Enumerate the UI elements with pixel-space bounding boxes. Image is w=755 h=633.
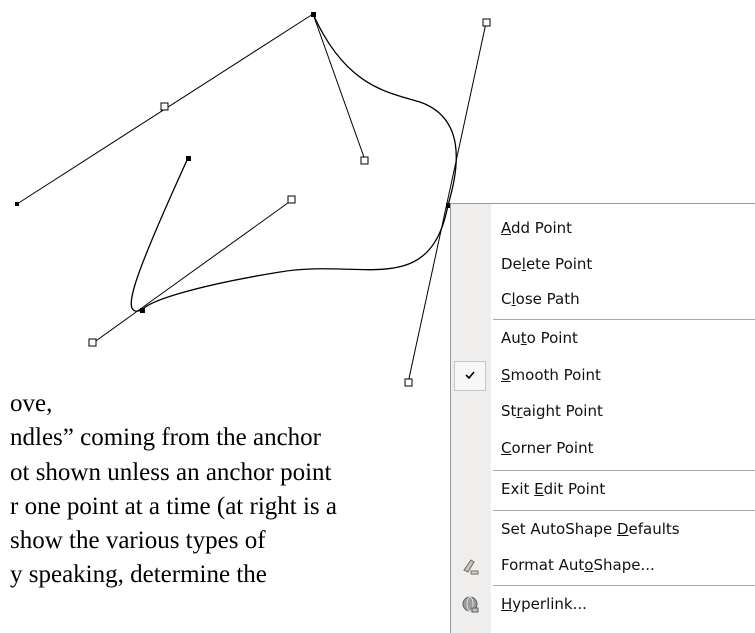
menu-item-exit-edit-point[interactable]: Exit Edit Point xyxy=(501,480,606,498)
format-autoshape-icon xyxy=(461,556,481,576)
control-handle[interactable] xyxy=(482,18,491,27)
checkmark-icon xyxy=(454,361,486,391)
menu-separator xyxy=(493,510,755,511)
menu-item-delete-point[interactable]: Delete Point xyxy=(501,255,593,273)
menu-item-corner-point[interactable]: Corner Point xyxy=(501,439,594,457)
doc-text-line: ndles” coming from the anchor xyxy=(10,424,322,451)
control-handle[interactable] xyxy=(404,378,413,387)
doc-text-line: y speaking, determine the xyxy=(10,561,267,588)
menu-item-smooth-point[interactable]: Smooth Point xyxy=(451,358,755,394)
doc-text-line: show the various types of xyxy=(10,527,266,554)
menu-item-add-point[interactable]: Add Point xyxy=(501,219,573,237)
anchor-point[interactable] xyxy=(140,308,145,313)
handle-line xyxy=(312,13,366,161)
context-menu: Add Point Delete Point Close Path Auto P… xyxy=(450,203,755,633)
control-handle[interactable] xyxy=(160,102,169,111)
menu-item-close-path[interactable]: Close Path xyxy=(501,290,580,308)
control-handle[interactable] xyxy=(360,156,369,165)
menu-separator xyxy=(493,470,755,471)
anchor-point[interactable] xyxy=(311,12,316,17)
menu-separator xyxy=(493,319,755,320)
doc-text-line: r one point at a time (at right is a xyxy=(10,493,337,520)
menu-item-straight-point[interactable]: Straight Point xyxy=(501,402,603,420)
handle-line xyxy=(92,199,293,344)
anchor-point[interactable] xyxy=(446,203,451,208)
anchor-point[interactable] xyxy=(15,202,19,206)
hyperlink-icon xyxy=(461,595,481,615)
control-handle[interactable] xyxy=(88,338,97,347)
menu-item-format-autoshape[interactable]: Format AutoShape... xyxy=(451,548,755,584)
bezier-curve[interactable] xyxy=(130,13,457,312)
menu-item-auto-point[interactable]: Auto Point xyxy=(501,329,578,347)
bezier-drawing xyxy=(15,12,491,387)
doc-text-line: ot shown unless an anchor point xyxy=(10,459,332,486)
menu-separator xyxy=(493,585,755,586)
anchor-point[interactable] xyxy=(186,156,191,161)
menu-item-hyperlink[interactable]: Hyperlink... xyxy=(451,587,755,623)
doc-text-line: ove, xyxy=(10,390,53,417)
menu-item-set-autoshape-defaults[interactable]: Set AutoShape Defaults xyxy=(501,520,680,538)
control-handle[interactable] xyxy=(287,195,296,204)
